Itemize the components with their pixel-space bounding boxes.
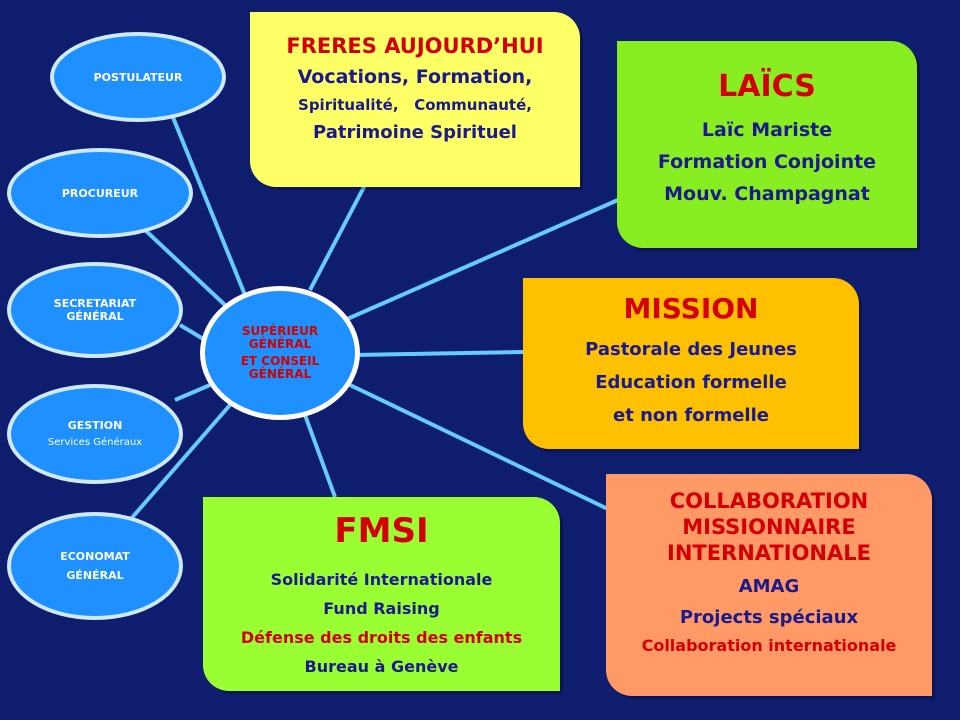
collab-title-3: INTERNATIONALE (667, 541, 871, 565)
connector-gestion (174, 383, 211, 402)
node-secretariat-label-2: GÉNÉRAL (66, 310, 124, 323)
node-procureur-label: PROCUREUR (61, 186, 139, 200)
collab-line-2: Projects spéciaux (679, 607, 859, 628)
freres-line-2: Spiritualité, Communauté, (298, 96, 532, 114)
connector-economat (128, 403, 232, 522)
node-gestion-label-1: GESTION (67, 419, 123, 432)
fmsi-title: FMSI (334, 511, 429, 551)
mission-line-1: Pastorale des Jeunes (585, 339, 797, 360)
laics-line-1: Laïc Mariste (701, 119, 833, 141)
freres-line-3: Patrimoine Spirituel (313, 122, 517, 143)
box-laics: LAÏCS Laïc Mariste Formation Conjointe M… (617, 41, 917, 248)
node-economat: ECONOMAT GÉNÉRAL (7, 512, 183, 620)
fmsi-line-4: Bureau à Genève (304, 657, 459, 676)
node-postulateur-label: POSTULATEUR (93, 70, 183, 84)
center-line-3: ET CONSEIL (240, 354, 320, 368)
connector-postulateur (168, 109, 247, 296)
collab-line-1: AMAG (738, 576, 800, 597)
box-freres-aujourdhui: FRERES AUJOURD’HUI Vocations, Formation,… (250, 12, 580, 187)
connector-mission (354, 350, 524, 357)
node-economat-label-2: GÉNÉRAL (66, 569, 124, 582)
fmsi-line-3: Défense des droits des enfants (240, 628, 523, 647)
mission-line-3: et non formelle (613, 405, 769, 426)
connector-secretariat (178, 323, 207, 342)
connector-freres (308, 184, 367, 291)
freres-title: FRERES AUJOURD’HUI (286, 34, 544, 58)
center-line-2: GÉNÉRAL (248, 337, 312, 351)
node-postulateur: POSTULATEUR (50, 32, 226, 122)
node-economat-label-1: ECONOMAT (60, 550, 130, 563)
node-secretariat-label-1: SECRETARIAT (53, 297, 137, 310)
connector-laics (344, 198, 619, 322)
mission-line-2: Education formelle (595, 372, 787, 393)
node-procureur: PROCUREUR (7, 148, 193, 238)
node-gestion: GESTION Services Généraux (7, 384, 183, 484)
laics-title: LAÏCS (718, 69, 816, 104)
connector-collab (349, 383, 611, 512)
collab-title-1: COLLABORATION (669, 489, 869, 513)
node-secretariat: SECRETARIAT GÉNÉRAL (7, 262, 183, 358)
connector-procureur (143, 228, 227, 307)
box-collaboration-missionnaire: COLLABORATION MISSIONNAIRE INTERNATIONAL… (606, 474, 932, 696)
node-gestion-label-2: Services Généraux (47, 437, 143, 448)
laics-line-2: Formation Conjointe (657, 151, 877, 173)
laics-line-3: Mouv. Champagnat (664, 183, 870, 205)
connector-fmsi (303, 414, 337, 498)
box-fmsi: FMSI Solidarité Internationale Fund Rais… (203, 497, 560, 691)
fmsi-line-1: Solidarité Internationale (270, 570, 493, 589)
freres-line-1: Vocations, Formation, (297, 66, 533, 88)
box-mission: MISSION Pastorale des Jeunes Education f… (523, 278, 859, 449)
collab-title-2: MISSIONNAIRE (682, 515, 856, 539)
fmsi-line-2: Fund Raising (323, 599, 440, 618)
center-line-4: GÉNÉRAL (248, 367, 312, 381)
mission-title: MISSION (623, 292, 759, 325)
center-line-1: SUPÉRIEUR (241, 324, 319, 338)
node-superieur-general: SUPÉRIEUR GÉNÉRAL ET CONSEIL GÉNÉRAL (200, 286, 360, 420)
collab-line-3: Collaboration internationale (641, 636, 897, 655)
